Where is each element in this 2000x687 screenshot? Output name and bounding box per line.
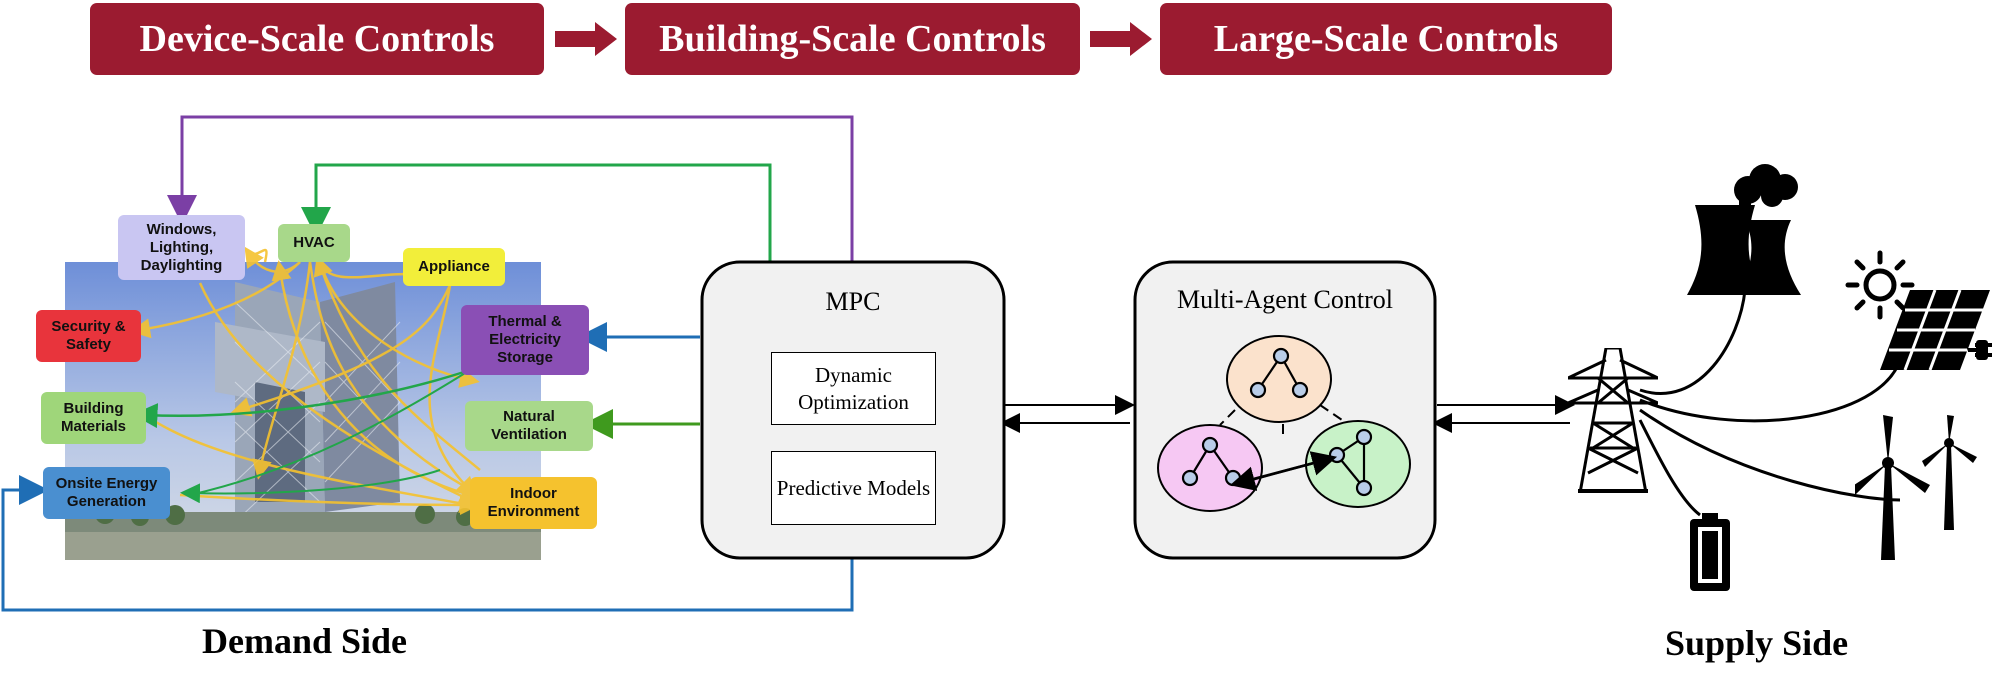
mpc-title: MPC xyxy=(825,287,881,316)
solar-panel-icon xyxy=(1880,290,1992,371)
wind-turbine-icon xyxy=(1855,415,1977,560)
node-indoor-environment: Indoor Environment xyxy=(470,477,597,529)
power-plant-icon xyxy=(1687,164,1801,295)
node-thermal-electricity-storage: Thermal & Electricity Storage xyxy=(461,305,589,375)
node-windows-lighting-daylighting: Windows, Lighting, Daylighting xyxy=(118,215,245,280)
node-natural-ventilation: Natural Ventilation xyxy=(465,401,593,451)
agent-group xyxy=(1157,335,1411,512)
arrow-right-icon xyxy=(1090,22,1152,56)
battery-icon xyxy=(1690,513,1730,591)
arrow-right-icon xyxy=(555,22,617,56)
transmission-tower-icon xyxy=(1568,348,1658,493)
node-appliance: Appliance xyxy=(403,248,505,286)
sun-icon xyxy=(1845,250,1915,320)
blue-loop-link xyxy=(1,475,854,612)
node-onsite-energy-generation: Onsite Energy Generation xyxy=(43,467,170,519)
agent-orange xyxy=(1226,335,1332,423)
green-link xyxy=(301,163,772,262)
multi-agent-title: Multi-Agent Control xyxy=(1177,285,1393,314)
dynamic-optimization-box: Dynamic Optimization xyxy=(771,352,936,425)
purple-link xyxy=(167,115,854,262)
banner-device-scale: Device-Scale Controls xyxy=(90,3,544,75)
predictive-models-box: Predictive Models xyxy=(771,451,936,525)
demand-side-label: Demand Side xyxy=(202,621,408,661)
supply-side-label: Supply Side xyxy=(1665,623,1849,663)
banner-building-scale: Building-Scale Controls xyxy=(625,3,1080,75)
node-building-materials: Building Materials xyxy=(41,392,146,444)
node-security-safety: Security & Safety xyxy=(36,310,141,362)
node-hvac: HVAC xyxy=(278,224,350,262)
banner-large-scale: Large-Scale Controls xyxy=(1160,3,1612,75)
